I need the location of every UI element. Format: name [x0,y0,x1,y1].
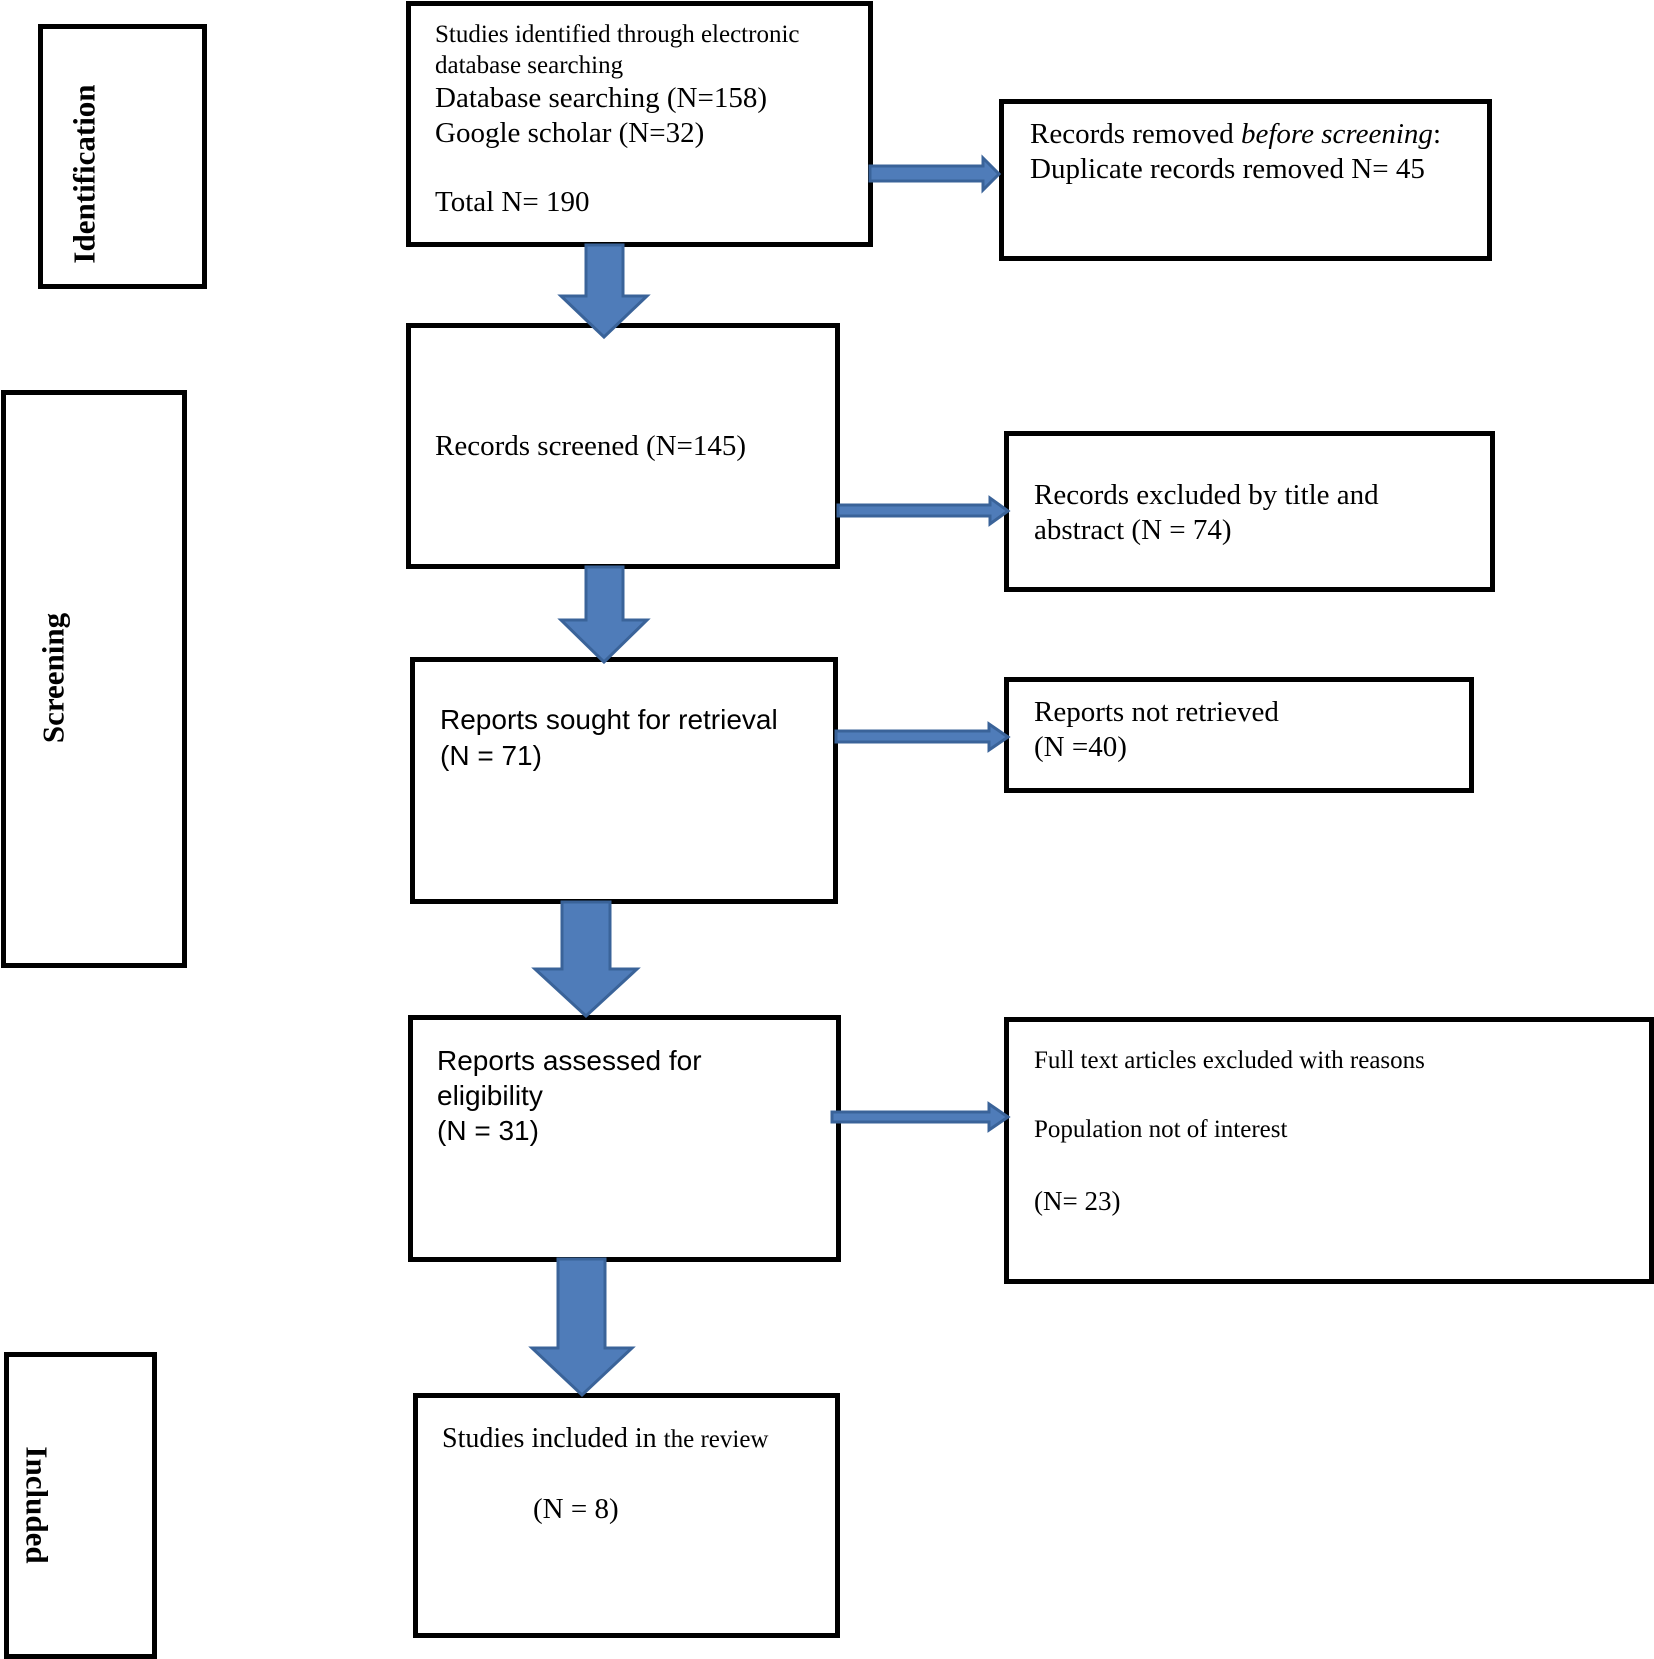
identified-line-1: Studies identified through electronic [435,21,800,48]
box-reports-assessed [408,1015,841,1262]
not-retrieved-line-2: (N =40) [1034,731,1127,763]
right-arrow-2 [836,495,1011,527]
down-arrow-3 [531,900,641,1019]
not-retrieved-line-1: Reports not retrieved [1034,696,1279,728]
sought-line-1: Reports sought for retrieval [440,704,778,735]
right-arrow-3 [834,721,1011,753]
identified-total: Total N= 190 [435,186,590,218]
box-reports-not-retrieved [1004,677,1474,793]
fulltext-line-3: (N= 23) [1034,1186,1121,1216]
assessed-line-1: Reports assessed for [437,1045,702,1076]
stage-box-included [4,1352,157,1659]
stage-box-identification [38,24,207,289]
removed-line-1-pre: Records removed [1030,118,1241,150]
screened-line-1: Records screened (N=145) [435,430,747,462]
removed-line-2: Duplicate records removed N= 45 [1030,153,1425,185]
down-arrow-1 [557,243,651,340]
fulltext-line-1: Full text articles excluded with reasons [1034,1047,1425,1074]
removed-line-1: Records removed before screening: [1030,120,1441,149]
right-arrow-4 [830,1101,1011,1133]
down-arrow-2 [557,565,651,665]
included-count: (N = 8) [533,1493,619,1525]
box-records-screened [406,323,840,569]
included-line-1-b: the review [663,1426,769,1453]
right-arrow-1 [868,154,1002,194]
box-records-excluded [1004,431,1495,592]
excluded-line-2: abstract (N = 74) [1034,514,1232,546]
identified-line-2: database searching [435,52,624,79]
stage-box-screening [1,390,187,968]
assessed-line-3: (N = 31) [437,1115,539,1146]
identified-line-4: Google scholar (N=32) [435,117,705,149]
sought-line-2: (N = 71) [440,740,542,771]
box-records-removed [999,99,1492,261]
identified-line-3: Database searching (N=158) [435,82,767,114]
included-line-1: Studies included in the review [442,1425,768,1453]
box-records-identified [406,1,873,247]
excluded-line-1: Records excluded by title and [1034,479,1379,511]
included-line-1-a: Studies included in [442,1423,664,1454]
box-studies-included [413,1393,840,1638]
box-fulltext-excluded [1004,1017,1654,1284]
down-arrow-4 [528,1257,636,1398]
box-reports-sought [410,657,838,904]
fulltext-line-2: Population not of interest [1034,1116,1288,1143]
removed-line-1-post: : [1432,118,1441,150]
assessed-line-2: eligibility [437,1080,543,1111]
removed-line-1-italic: before screening [1241,118,1433,150]
